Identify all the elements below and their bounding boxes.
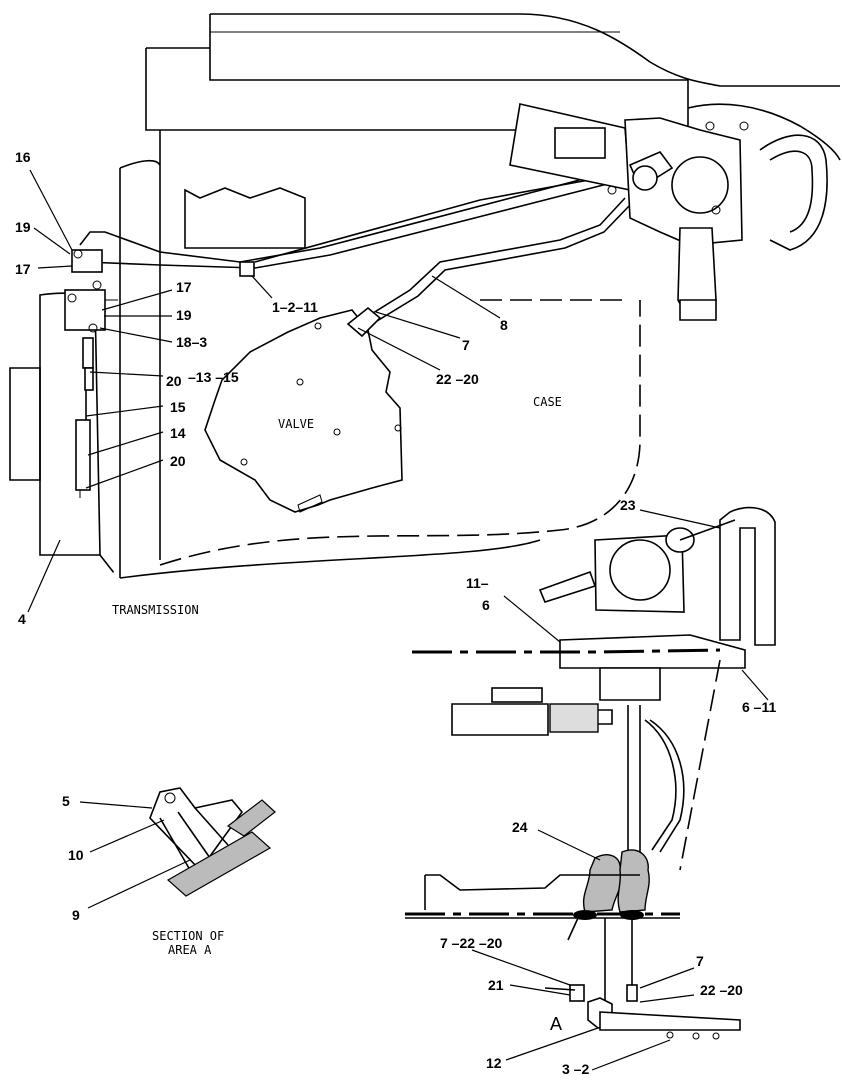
leader-lines [27,169,769,1071]
callout-15: 15 [170,399,186,415]
callout-22-20-bottom: 22 –20 [700,982,743,998]
seat-rail-line [412,648,721,654]
joystick-control-top [509,103,828,321]
callout-20-upper: 20 [166,373,182,389]
left-bracket-assembly [64,249,106,498]
rubber-boots [582,849,650,913]
section-title-line2: AREA A [168,943,212,957]
engine-top-outline [119,13,841,579]
section-view-area-a [149,787,276,897]
callout-19-top: 19 [15,219,31,235]
callout-12: 12 [486,1055,502,1071]
upper-housing [184,187,306,249]
control-cables [79,171,631,338]
callout-16: 16 [15,149,31,165]
callout-23: 23 [620,497,636,513]
seat-control-assembly [451,506,776,905]
callout-22-20-top: 22 –20 [436,371,479,387]
callout-labels: 16 19 17 17 19 18–3 20 –13 –15 15 14 20 … [15,149,776,1077]
area-a-marker: A [550,1014,562,1034]
callout-6-11: 6 –11 [742,699,776,715]
callout-9: 9 [72,907,80,923]
transmission-label: TRANSMISSION [112,603,199,617]
callout-18-3: 18–3 [176,334,207,350]
callout-20-lower: 20 [170,453,186,469]
callout-17-top: 17 [15,261,31,277]
callout-19-side: 19 [176,307,192,323]
callout-7-22-20: 7 –22 –20 [440,935,502,951]
case-label: CASE [533,395,562,409]
callout-11-6-a: 11– [466,575,489,591]
callout-11-6-b: 6 [482,597,490,613]
callout-4: 4 [18,611,26,627]
callout-1-2-11: 1–2–11 [272,299,318,315]
callout-7-bottom: 7 [696,953,704,969]
floor-plate [405,874,680,941]
callout-8: 8 [500,317,508,333]
section-title-line1: SECTION OF [152,929,224,943]
callout-13-15: –13 –15 [188,369,239,385]
callout-21: 21 [488,977,504,993]
transmission-housing [9,292,119,579]
valve-body [204,309,403,513]
callout-14: 14 [170,425,186,441]
callout-24: 24 [512,819,528,835]
lower-linkage [544,918,741,1040]
callout-10: 10 [68,847,84,863]
callout-7-top: 7 [462,337,470,353]
valve-label: VALVE [278,417,314,431]
callout-17-side: 17 [176,279,192,295]
callout-3-2: 3 –2 [562,1061,589,1077]
callout-5: 5 [62,793,70,809]
